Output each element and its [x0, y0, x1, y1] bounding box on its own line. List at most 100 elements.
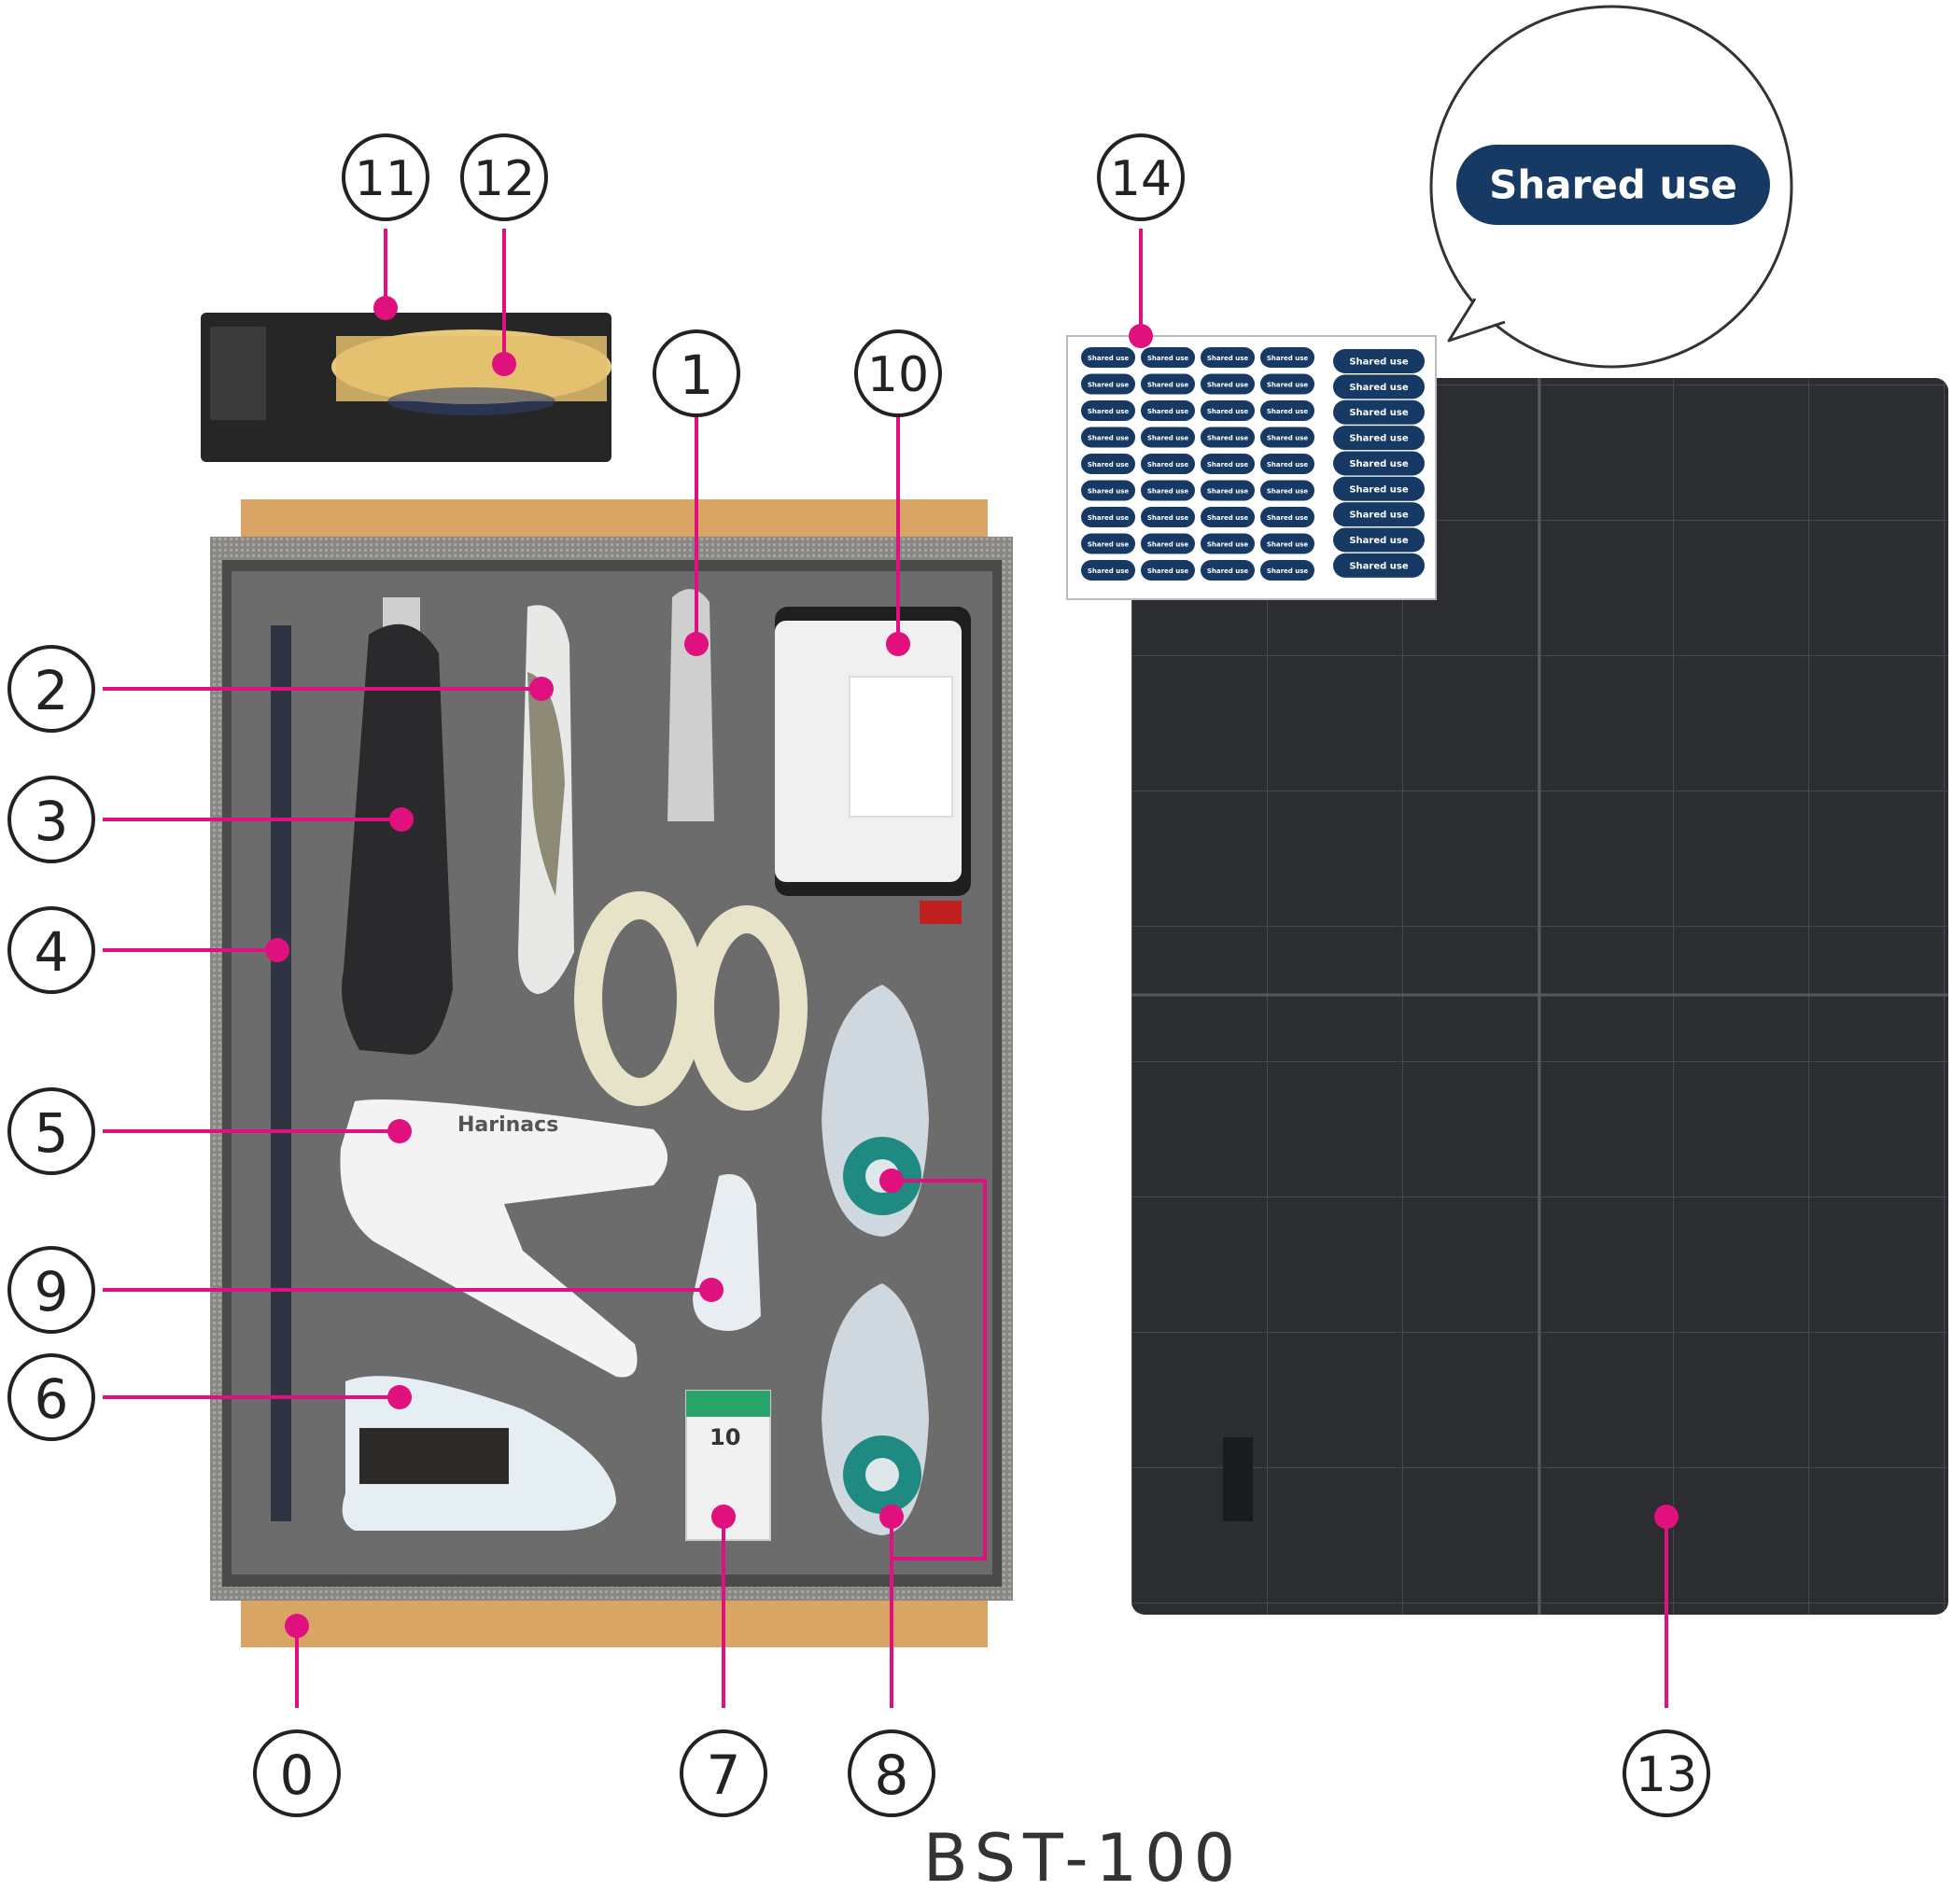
svg-text:12: 12	[473, 151, 535, 207]
svg-text:9: 9	[35, 1260, 69, 1323]
sticker-large: Shared use	[1333, 527, 1425, 553]
sticker-small: Shared use	[1201, 533, 1255, 554]
sticker-small-label: Shared use	[1088, 461, 1130, 469]
svg-text:2: 2	[35, 659, 69, 722]
sticker-small: Shared use	[1141, 400, 1195, 421]
sticker-large-label: Shared use	[1349, 357, 1408, 368]
dot-3	[389, 807, 414, 832]
sticker-large: Shared use	[1333, 426, 1425, 451]
mat-logo-plate	[1223, 1437, 1253, 1521]
number-12: 12	[460, 133, 548, 221]
sticker-small-label: Shared use	[1147, 541, 1189, 549]
tape-dispenser	[201, 313, 611, 462]
sticker-small: Shared use	[1201, 454, 1255, 474]
sticker-small-label: Shared use	[1147, 514, 1189, 522]
sticker-small: Shared use	[1141, 454, 1195, 474]
number-7: 7	[680, 1729, 767, 1817]
sticker-small: Shared use	[1201, 347, 1255, 368]
dot-11	[373, 296, 398, 320]
number-10: 10	[854, 329, 942, 417]
sticker-small: Shared use	[1201, 400, 1255, 421]
cutting-mat	[1131, 378, 1948, 1615]
dot-7	[711, 1505, 736, 1529]
sticker-large-label: Shared use	[1349, 511, 1408, 521]
sticker-small: Shared use	[1260, 373, 1314, 395]
sticker-small: Shared use	[1141, 560, 1195, 581]
sticker-small: Shared use	[1201, 507, 1255, 527]
sticker-small-label: Shared use	[1147, 382, 1189, 389]
sticker-small: Shared use	[1141, 347, 1195, 368]
svg-text:6: 6	[35, 1367, 69, 1431]
dot-5	[387, 1119, 412, 1143]
sticker-small-label: Shared use	[1147, 435, 1189, 442]
number-6: 6	[7, 1353, 95, 1441]
sticker-small-label: Shared use	[1088, 355, 1130, 362]
sticker-small-label: Shared use	[1207, 567, 1249, 575]
sticker-small-label: Shared use	[1207, 514, 1249, 522]
sticker-small-label: Shared use	[1088, 435, 1130, 442]
sticker-small-label: Shared use	[1207, 488, 1249, 496]
dot-8b	[879, 1505, 904, 1529]
svg-text:7: 7	[707, 1743, 741, 1807]
sticker-small: Shared use	[1081, 400, 1135, 421]
dot-liner-tape-bottom	[822, 1283, 929, 1535]
sticker-small-label: Shared use	[1207, 461, 1249, 469]
sticker-small-label: Shared use	[1147, 488, 1189, 496]
sticker-large-label: Shared use	[1349, 561, 1408, 571]
number-11: 11	[342, 133, 429, 221]
sticker-small-label: Shared use	[1267, 355, 1309, 362]
shared-use-pill	[1456, 145, 1770, 225]
sticker-small-label: Shared use	[1267, 435, 1309, 442]
sticker-large: Shared use	[1333, 502, 1425, 527]
sticker-small: Shared use	[1260, 400, 1314, 421]
sticker-small-label: Shared use	[1267, 488, 1309, 496]
dot-9	[699, 1278, 724, 1302]
number-13: 13	[1623, 1729, 1710, 1817]
sticker-large-label: Shared use	[1349, 434, 1408, 444]
sticker-small: Shared use	[1081, 427, 1135, 448]
sticker-small: Shared use	[1081, 454, 1135, 474]
sticker-large: Shared use	[1333, 476, 1425, 501]
dot-6	[387, 1385, 412, 1409]
sticker-large: Shared use	[1333, 451, 1425, 476]
number-9: 9	[7, 1246, 95, 1334]
sticker-small-label: Shared use	[1207, 355, 1249, 362]
dot-12	[492, 352, 516, 376]
sticker-small-label: Shared use	[1267, 514, 1309, 522]
svg-text:11: 11	[355, 151, 416, 207]
stapler-brand-label: Harinacs	[457, 1113, 558, 1137]
sticker-small-label: Shared use	[1088, 541, 1130, 549]
sticker-large-label: Shared use	[1349, 383, 1408, 393]
sticker-small: Shared use	[1260, 427, 1314, 448]
sticker-small: Shared use	[1201, 480, 1255, 501]
flat-stapler	[342, 1376, 616, 1531]
sticker-small-label: Shared use	[1207, 541, 1249, 549]
sticker-small: Shared use	[1141, 427, 1195, 448]
number-4: 4	[7, 906, 95, 994]
sticker-large-label: Shared use	[1349, 408, 1408, 418]
sticker-small: Shared use	[1081, 507, 1135, 527]
sticker-small-label: Shared use	[1207, 435, 1249, 442]
number-3: 3	[7, 776, 95, 863]
sticker-small-label: Shared use	[1207, 408, 1249, 415]
sticker-small: Shared use	[1141, 373, 1195, 395]
dot-8a	[879, 1169, 904, 1193]
sticker-small: Shared use	[1081, 373, 1135, 395]
number-0: 0	[253, 1729, 341, 1817]
svg-text:10: 10	[867, 347, 929, 403]
sticker-small: Shared use	[1260, 480, 1314, 501]
number-5: 5	[7, 1087, 95, 1175]
dot-14	[1129, 324, 1153, 348]
sticker-large-label: Shared use	[1349, 484, 1408, 495]
sticker-small-label: Shared use	[1088, 382, 1130, 389]
sticker-small-label: Shared use	[1147, 461, 1189, 469]
sticker-large-label: Shared use	[1349, 536, 1408, 546]
sticker-small: Shared use	[1201, 427, 1255, 448]
sticker-large: Shared use	[1333, 399, 1425, 425]
number-labels: 11 12 14 1 10 2 3 4	[7, 133, 1710, 1817]
sticker-large: Shared use	[1333, 553, 1425, 578]
staple-free-stapler: Harinacs	[340, 1099, 667, 1378]
